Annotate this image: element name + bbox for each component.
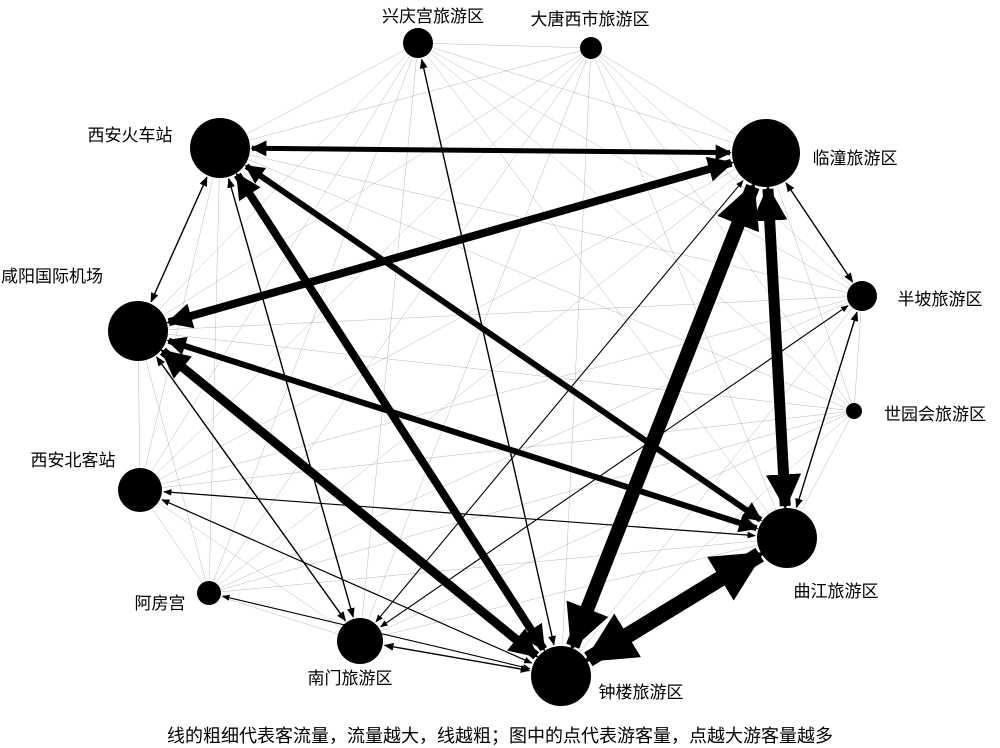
node-qujiang (757, 508, 817, 568)
node-banpo (847, 281, 877, 311)
flow-edge-huochezhan-xianyang (150, 176, 208, 303)
flow-edge-lintong-qujiang (752, 185, 802, 510)
flow-edge-lintong-banpo (785, 182, 854, 283)
flow-edge-huochezhan-nanmen (227, 177, 355, 618)
flow-edges (150, 58, 859, 673)
node-label-shiyuanhui: 世园会旅游区 (884, 405, 986, 425)
node-label-lintong: 临潼旅游区 (813, 149, 898, 169)
flow-edge-nanmen-lintong (375, 180, 744, 623)
node-label-banpo: 半坡旅游区 (898, 290, 983, 310)
flow-edge-qujiang-zhonglou (583, 547, 765, 667)
node-label-datangxishi: 大唐西市旅游区 (531, 9, 650, 30)
node-epanggong (197, 581, 221, 605)
thin-flow-edge (137, 330, 855, 412)
node-label-xianyang: 咸阳国际机场 (1, 267, 103, 287)
node-label-beikezhan: 西安北客站 (31, 451, 116, 471)
thin-flow-edge (590, 47, 767, 154)
thin-flow-edge (417, 42, 855, 412)
node-shiyuanhui (846, 403, 862, 419)
node-lintong (732, 119, 800, 187)
node-huochezhan (190, 118, 250, 178)
thin-flow-edge (219, 42, 419, 149)
thin-flow-edge (139, 295, 863, 491)
thin-flow-edge (137, 330, 210, 594)
thin-flow-edge (417, 42, 767, 154)
thin-flow-edge (137, 47, 592, 332)
node-xingqinggong (403, 28, 433, 58)
node-nanmen (337, 618, 383, 664)
nodes (108, 28, 877, 706)
node-label-huochezhan: 西安火车站 (88, 126, 173, 146)
thin-flow-edge (139, 489, 361, 642)
tourist-flow-network: 兴庆宫旅游区 大唐西市旅游区西安火车站临潼旅游区咸阳国际机场半坡旅游区世园会旅游区… (1, 7, 986, 706)
node-xianyang (108, 301, 168, 361)
flow-edge-huochezhan-lintong (250, 140, 732, 161)
node-zhonglou (531, 646, 591, 706)
flow-edge-huochezhan-qujiang (244, 163, 763, 523)
thin-flow-edge (417, 42, 592, 49)
thin-flow-edge (139, 152, 767, 491)
thin-flow-edge (853, 295, 863, 412)
flow-edge-xianyang-qujiang (166, 336, 759, 533)
node-labels: 兴庆宫旅游区 大唐西市旅游区西安火车站临潼旅游区咸阳国际机场半坡旅游区世园会旅游区… (1, 7, 986, 703)
thin-flow-edge (208, 147, 221, 594)
thin-flow-edge (208, 592, 361, 642)
thin-flow-edge (359, 47, 592, 642)
node-datangxishi (580, 37, 602, 59)
node-label-nanmen: 南门旅游区 (308, 669, 393, 689)
node-label-zhonglou: 钟楼旅游区 (599, 683, 684, 703)
flow-edge-zhonglou-nanmen (383, 642, 531, 673)
node-label-epanggong: 阿房宫 (135, 594, 186, 614)
thin-flow-edge (560, 47, 592, 677)
node-label-xingqinggong: 兴庆宫旅游区 (382, 7, 484, 27)
node-beikezhan (118, 468, 162, 512)
node-label-qujiang: 曲江旅游区 (794, 582, 879, 602)
caption: 线的粗细代表客流量，流量越大，线越粗；图中的点代表游客量，点越大游客量越多 (167, 726, 833, 747)
